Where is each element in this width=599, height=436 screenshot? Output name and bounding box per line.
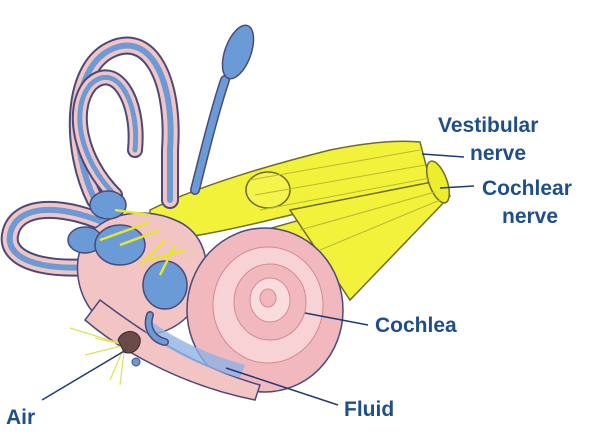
cochlea [186,227,344,393]
leader-lines [41,153,475,406]
cochlear-nerve-leader [439,185,475,189]
air-pocket [117,331,141,354]
vestibular-nerve-label: Vestibular nerve [438,114,544,165]
semicircular-canals [0,36,180,277]
cochlear-nerve-label-line1: Cochlear [482,177,572,200]
cochlea-leader [304,312,369,326]
fluid-channel [145,320,245,378]
endolymphatic-sac [221,24,255,80]
cochlear-nerve-label: Cochlear nerve [482,177,578,228]
air-leader [41,349,127,401]
round-window [69,327,141,386]
vestibular-nerve-label-line2: nerve [470,142,526,165]
labels: Vestibular nerve Cochlear nerve Cochlea … [6,114,578,429]
fluid-leader [225,367,339,406]
cochlear-nerve-label-line2: nerve [502,205,558,228]
air-label: Air [6,406,35,429]
ampulla-upper [89,190,127,220]
fluid-label: Fluid [344,398,394,421]
vestibular-nerve-leader [421,153,465,158]
nerve-fibers [99,208,186,276]
endolymphatic-duct [190,24,255,195]
cochlea-label: Cochlea [375,314,457,337]
saccule [142,260,188,310]
nerve-end-cap [425,160,451,204]
vestibular-nerve-label-line1: Vestibular [438,114,538,137]
